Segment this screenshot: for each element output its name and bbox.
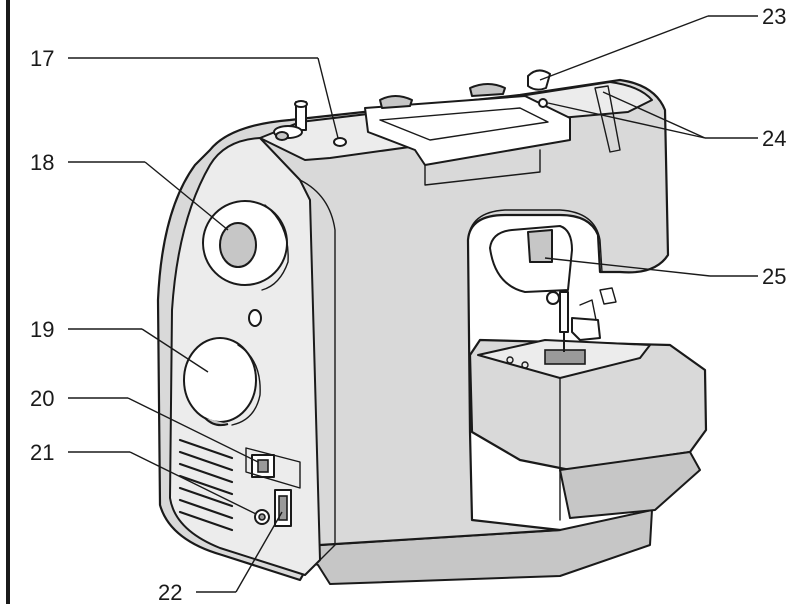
- handwheel-hub: [219, 222, 257, 268]
- callout-23: 23: [762, 4, 786, 29]
- top-hole-17: [333, 137, 347, 147]
- spool-holder: [379, 95, 413, 109]
- vent-grille: [178, 438, 234, 532]
- callout-18: 18: [30, 150, 54, 175]
- callout-21: 21: [30, 440, 54, 465]
- spool-holder: [469, 83, 506, 97]
- carry-handle: [364, 95, 571, 166]
- leader-21-tail: [129, 451, 257, 515]
- leader-19-tail: [141, 328, 209, 373]
- plate-hole: [506, 356, 514, 364]
- thread-guide-pin: [538, 98, 548, 108]
- jack-hole: [258, 513, 266, 521]
- bobbin-winder-stop: [275, 131, 289, 141]
- presser-foot: [571, 317, 601, 341]
- needle-bar-window: [527, 229, 553, 263]
- handwheel-rim: [261, 204, 289, 291]
- leader-24-tail-a: [547, 102, 706, 139]
- dial-rim: [231, 344, 261, 426]
- plate-hole: [521, 361, 529, 369]
- callout-19: 19: [30, 317, 54, 342]
- leader-22-tail: [235, 511, 283, 593]
- presser-lever: [599, 287, 617, 305]
- handle-grip: [379, 107, 549, 141]
- needle-bar: [559, 291, 569, 333]
- feed-dogs: [544, 349, 586, 365]
- needle-clamp-screw: [546, 291, 560, 305]
- bobbin-spindle-top: [294, 100, 308, 108]
- takeup-lever-slot: [594, 85, 621, 153]
- power-switch-rocker: [257, 459, 269, 473]
- leader-18-tail: [144, 161, 229, 231]
- leader-25-tail: [544, 257, 711, 277]
- arm-throat: [467, 209, 603, 273]
- handle-bracket: [424, 149, 541, 186]
- callout-24: 24: [762, 126, 786, 151]
- callout-25: 25: [762, 264, 786, 289]
- accessory-box-front: [559, 451, 701, 519]
- side-panel-edge: [299, 179, 336, 561]
- thread-guide: [527, 69, 551, 91]
- leader-24-tail-b: [602, 91, 706, 139]
- callout-22: 22: [158, 580, 182, 604]
- body-screw: [248, 309, 262, 327]
- dial-base: [204, 417, 229, 427]
- socket-pins: [278, 495, 288, 521]
- leader-20-tail: [127, 397, 259, 463]
- leader-17-tail: [317, 57, 339, 139]
- switch-panel: [245, 447, 301, 489]
- thread-guide-lower: [579, 299, 597, 321]
- leader-23-tail: [539, 15, 709, 81]
- callout-17: 17: [30, 46, 54, 71]
- callout-20: 20: [30, 386, 54, 411]
